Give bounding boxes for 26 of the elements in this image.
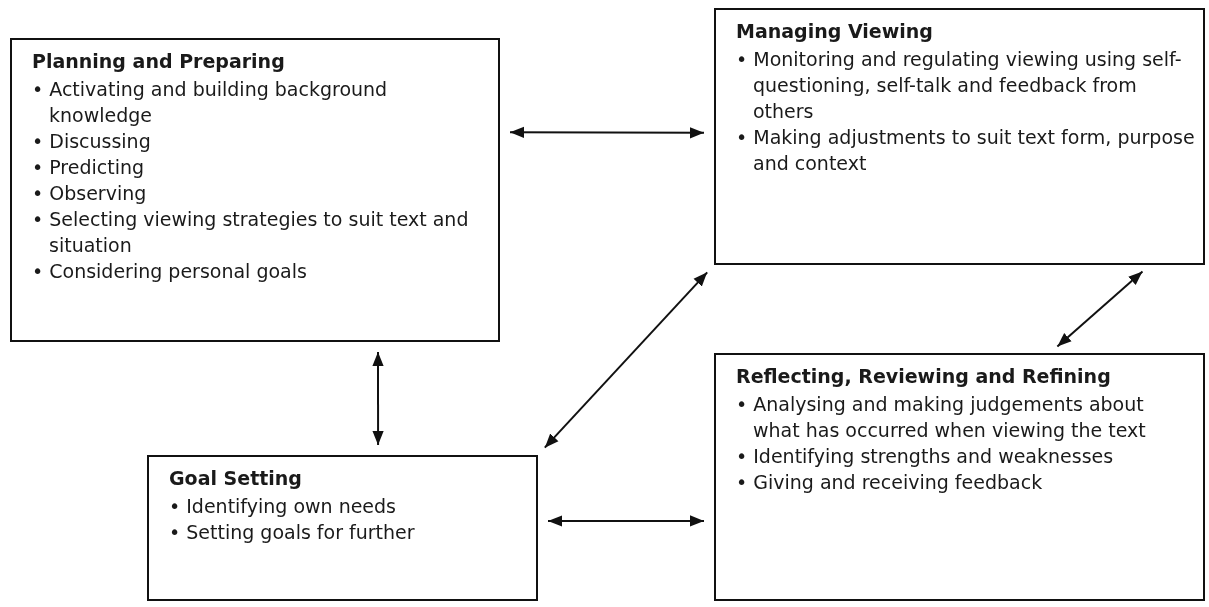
double-arrow — [372, 351, 384, 446]
process-box — [147, 455, 538, 601]
bullet-item: • Observing — [32, 181, 148, 206]
box-heading: Managing Viewing — [736, 19, 934, 44]
process-box — [10, 38, 500, 342]
box-heading: Planning and Preparing — [32, 49, 286, 74]
bullet-item: • Considering personal goals — [32, 259, 308, 284]
bullet-item: • Identifying strengths and weaknesses — [736, 444, 1115, 469]
double-arrow — [543, 271, 709, 449]
bullet-item: • Identifying own needs — [169, 494, 398, 519]
bullet-item: • Activating and building background knowledge — [32, 77, 389, 128]
double-arrow — [547, 515, 705, 527]
box-heading: Reflecting, Reviewing and Refining — [736, 364, 1112, 389]
bullet-item: • Discussing — [32, 129, 152, 154]
bullet-item: • Giving and receiving feedback — [736, 470, 1044, 495]
process-box — [714, 8, 1205, 265]
bullet-item: • Predicting — [32, 155, 146, 180]
bullet-item: • Selecting viewing strategies to suit text and situation — [32, 207, 470, 258]
process-box — [714, 353, 1205, 601]
bullet-item: • Setting goals for further — [169, 520, 416, 545]
bullet-item: • Analysing and making judgements about what has occurred when viewing the text — [736, 392, 1147, 443]
box-heading: Goal Setting — [169, 466, 303, 491]
bullet-item: • Making adjustments to suit text form, purpose and context — [736, 125, 1195, 176]
bullet-item: • Monitoring and regulating viewing using self-questioning, self-talk and feedback from others — [736, 47, 1183, 124]
double-arrow — [509, 126, 705, 139]
double-arrow — [1056, 270, 1144, 348]
